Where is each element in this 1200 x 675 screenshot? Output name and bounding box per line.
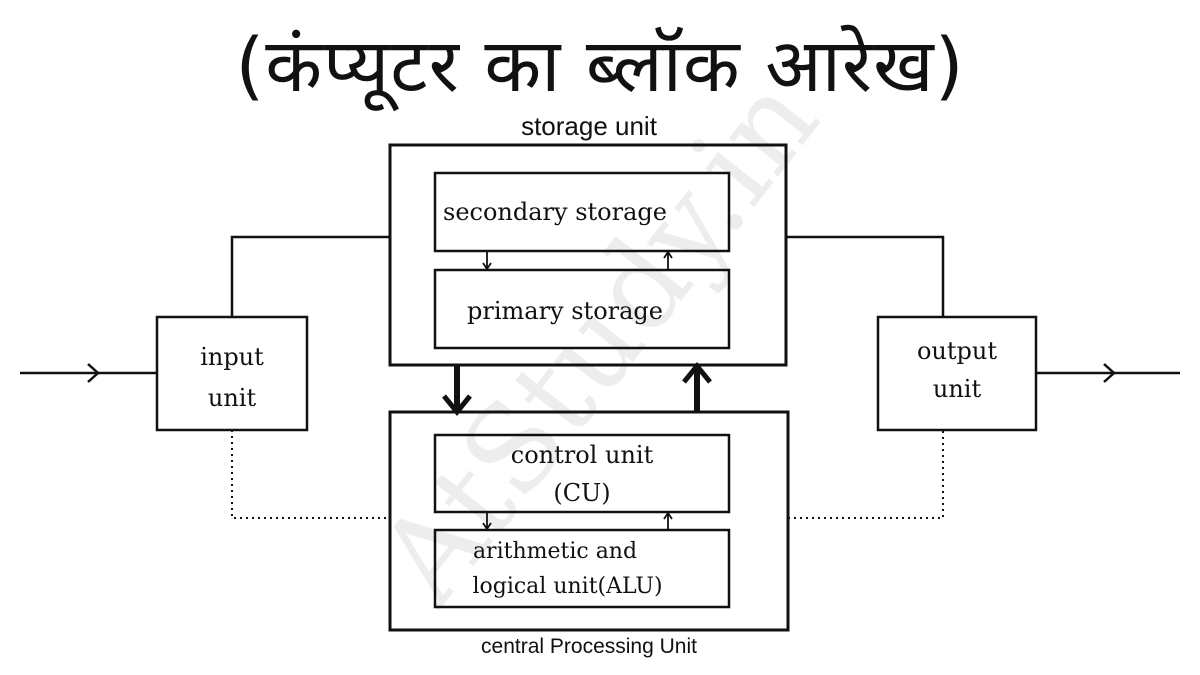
cpu-output-dotted-connector — [788, 430, 944, 519]
input-unit-line1: input — [200, 343, 264, 371]
storage-unit-title: storage unit — [521, 111, 657, 141]
output-unit-line2: unit — [932, 375, 982, 403]
secondary-storage-label: secondary storage — [443, 198, 667, 226]
primary-storage-label: primary storage — [467, 297, 663, 325]
primary-to-secondary-arrow-head — [663, 250, 673, 259]
alu-label-line1: arithmetic and — [472, 539, 638, 564]
control-unit-label: control unit — [510, 441, 654, 469]
storage-unit-box — [388, 143, 788, 367]
control-unit-box — [433, 433, 731, 514]
output-unit-line1: output — [916, 337, 997, 365]
input-cpu-dotted-connector — [231, 430, 390, 519]
primary-storage-box — [433, 268, 731, 350]
cpu-box — [388, 410, 790, 632]
alu-label-line2: logical unit(ALU) — [472, 574, 663, 599]
output-arrow-head — [1103, 363, 1116, 383]
secondary-storage-box — [433, 171, 731, 253]
storage-output-connector — [786, 235, 945, 317]
alu-box — [433, 528, 731, 609]
cpu-to-storage-arrow-head — [682, 362, 712, 384]
page-title: (कंप्यूटर का ब्लॉक आरेख) — [235, 23, 965, 109]
secondary-to-primary-arrow-head — [482, 262, 492, 271]
cu-to-alu-arrow-head — [482, 522, 492, 531]
storage-to-cpu-arrow-head — [442, 394, 472, 416]
control-unit-abbr: (CU) — [553, 479, 611, 507]
input-storage-connector — [230, 235, 390, 317]
input-arrow-head — [87, 363, 100, 383]
alu-to-cu-arrow-head — [663, 511, 673, 520]
input-unit-box — [155, 315, 309, 432]
input-unit-line2: unit — [207, 384, 257, 412]
cpu-title: central Processing Unit — [481, 635, 697, 658]
